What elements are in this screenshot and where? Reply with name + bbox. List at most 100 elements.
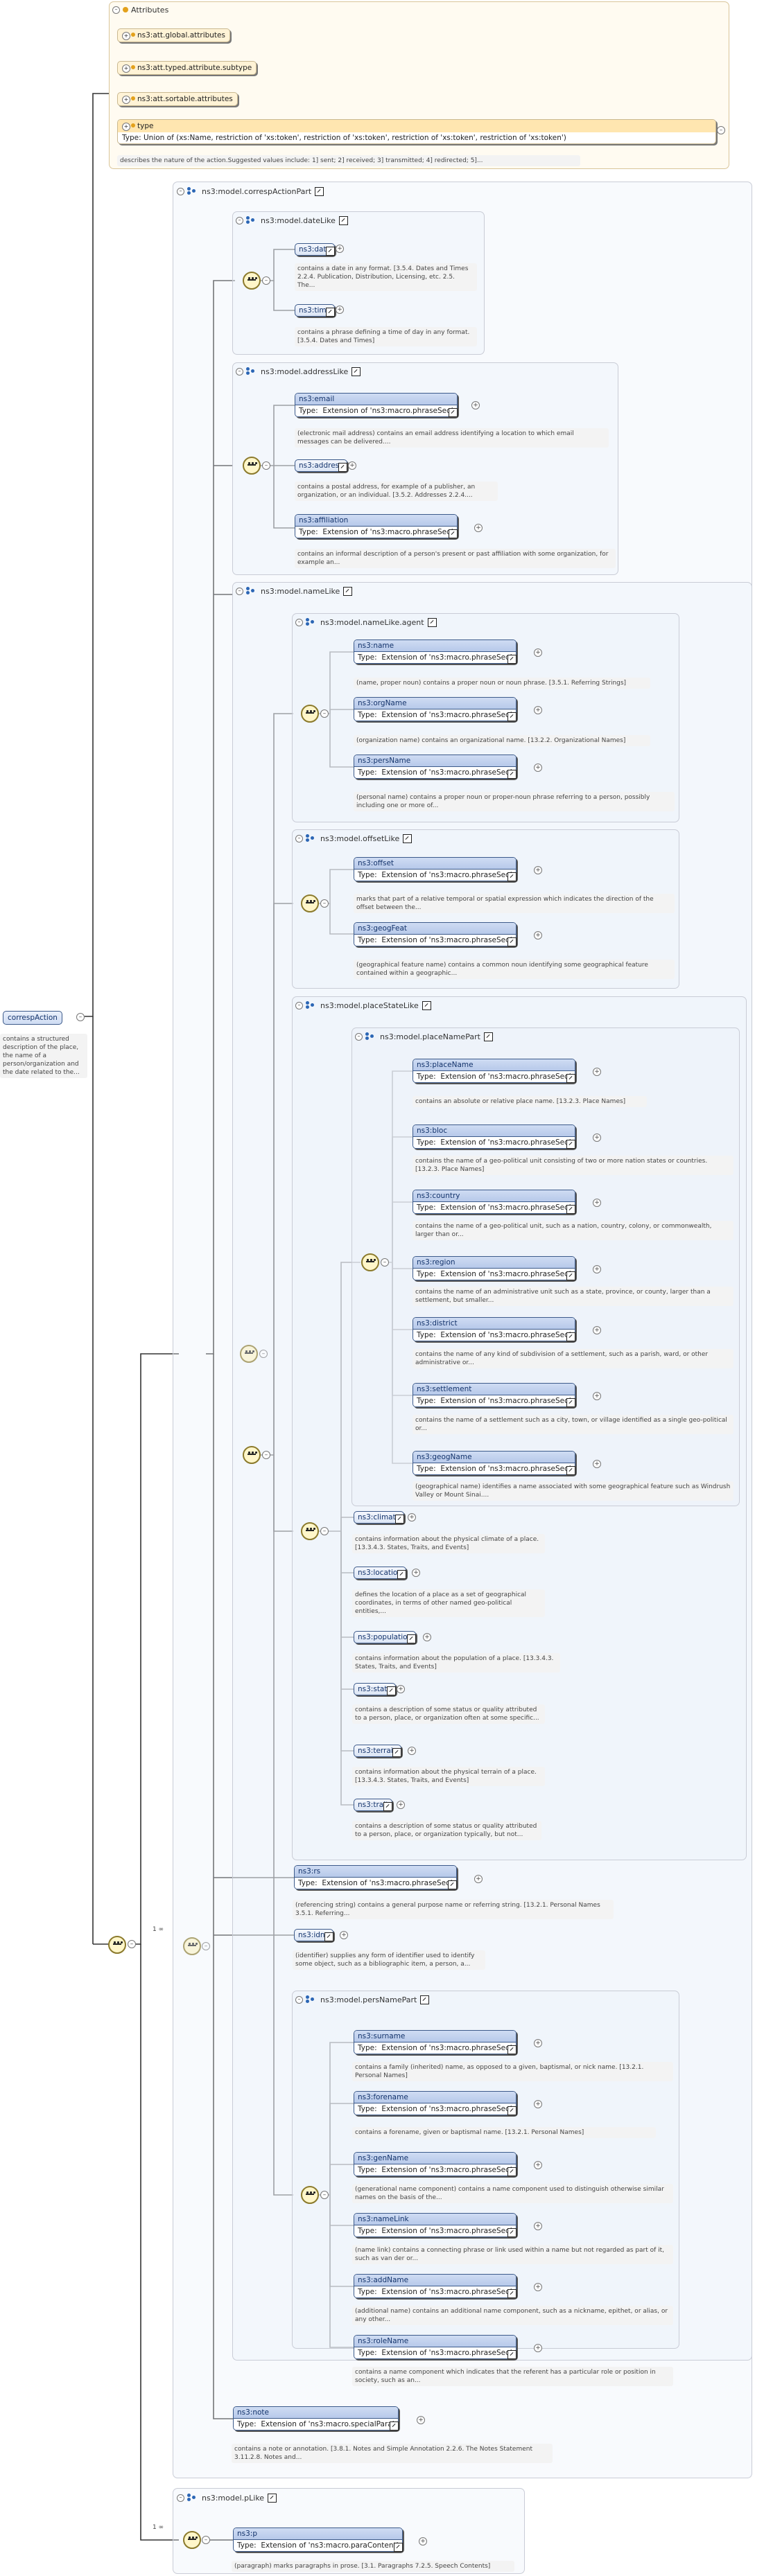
element-note-expand[interactable]: + (417, 2416, 425, 2424)
link-icon[interactable] (448, 529, 458, 538)
link-icon[interactable] (420, 1995, 430, 2004)
group-namelike-header[interactable]: –ns3:model.nameLike (236, 585, 353, 597)
collapse-icon[interactable]: – (112, 6, 120, 14)
link-icon[interactable] (447, 1880, 457, 1889)
element-climate-expand[interactable]: + (408, 1513, 416, 1521)
link-icon[interactable] (507, 2289, 516, 2298)
element-address-expand[interactable]: + (348, 461, 356, 470)
link-icon[interactable] (566, 1074, 575, 1083)
attribute-group-global[interactable]: +ns3:att.global.attributes (117, 28, 230, 42)
group-namelike-agent-header[interactable]: –ns3:model.nameLike.agent (295, 617, 437, 628)
element-terrain[interactable]: ns3:terrain (354, 1745, 402, 1757)
element-address[interactable]: ns3:address (295, 459, 347, 472)
choice-compositor-persnamepart[interactable] (301, 2186, 319, 2204)
link-icon[interactable] (448, 408, 458, 417)
link-icon[interactable] (403, 833, 413, 843)
collapse-icon[interactable]: – (295, 834, 303, 843)
element-persname-expand[interactable]: + (534, 764, 542, 772)
expand-icon[interactable]: + (122, 32, 130, 40)
link-icon[interactable] (507, 2350, 516, 2359)
choice-toggle[interactable]: – (320, 899, 329, 908)
element-genname-expand[interactable]: + (534, 2161, 542, 2169)
choice-toggle[interactable]: – (320, 1527, 329, 1535)
choice-compositor-namelike[interactable] (243, 1446, 261, 1464)
element-time-expand[interactable]: + (336, 306, 344, 314)
element-location-expand[interactable]: + (412, 1569, 420, 1577)
collapse-icon[interactable]: – (295, 1001, 303, 1009)
attributes-header[interactable]: –Attributes (112, 4, 168, 15)
element-country-expand[interactable]: + (593, 1199, 601, 1207)
choice-root-toggle[interactable]: – (128, 1940, 136, 1948)
choice-compositor-addresslike[interactable] (243, 457, 261, 475)
sequence-compositor-main[interactable] (183, 1937, 201, 1955)
choice-toggle[interactable]: – (320, 709, 329, 718)
link-icon[interactable] (507, 770, 516, 779)
element-state[interactable]: ns3:state (354, 1683, 396, 1695)
group-offsetlike-header[interactable]: –ns3:model.offsetLike (295, 833, 413, 844)
attribute-group-subtype[interactable]: +ns3:att.typed.attribute.subtype (117, 61, 257, 75)
element-rolename-expand[interactable]: + (534, 2344, 542, 2352)
group-datelike-header[interactable]: –ns3:model.dateLike (236, 215, 348, 226)
link-icon[interactable] (392, 1748, 402, 1757)
choice-compositor-placestatelike[interactable] (301, 1522, 319, 1540)
element-population[interactable]: ns3:population (354, 1631, 417, 1643)
element-offset-expand[interactable]: + (534, 866, 542, 874)
collapse-icon[interactable]: – (177, 187, 184, 195)
collapse-icon[interactable]: – (355, 1032, 363, 1041)
group-addresslike-header[interactable]: –ns3:model.addressLike (236, 366, 361, 377)
element-trait-expand[interactable]: + (397, 1801, 405, 1809)
link-icon[interactable] (507, 2045, 516, 2054)
expand-icon[interactable]: + (122, 123, 130, 131)
element-date-expand[interactable]: + (336, 245, 344, 253)
link-icon[interactable] (507, 2167, 516, 2176)
element-idno-expand[interactable]: + (340, 1931, 348, 1939)
attribute-group-sortable[interactable]: +ns3:att.sortable.attributes (117, 92, 238, 106)
collapse-icon[interactable]: – (295, 618, 303, 626)
link-icon[interactable] (389, 2421, 399, 2431)
element-climate[interactable]: ns3:climate (354, 1511, 405, 1524)
link-icon[interactable] (383, 1802, 393, 1811)
group-persnamepart-header[interactable]: –ns3:model.persNamePart (295, 1994, 430, 2005)
element-district-expand[interactable]: + (593, 1326, 601, 1334)
element-affiliation-expand[interactable]: + (474, 524, 483, 532)
element-population-expand[interactable]: + (423, 1633, 431, 1641)
link-icon[interactable] (507, 937, 516, 946)
link-icon[interactable] (343, 586, 353, 596)
element-email-expand[interactable]: + (471, 401, 480, 409)
link-icon[interactable] (351, 367, 361, 376)
element-state-expand[interactable]: + (397, 1685, 405, 1693)
link-icon[interactable] (507, 655, 516, 664)
link-icon[interactable] (566, 1140, 575, 1149)
link-icon[interactable] (397, 1570, 407, 1579)
expand-icon[interactable]: + (122, 64, 130, 73)
element-idno[interactable]: ns3:idno (294, 1929, 334, 1941)
collapse-icon[interactable]: – (295, 1995, 303, 2004)
choice-toggle[interactable]: – (262, 276, 270, 285)
element-forename-expand[interactable]: + (534, 2100, 542, 2108)
choice-toggle[interactable]: – (320, 2191, 329, 2199)
sequence-toggle[interactable]: – (202, 1942, 210, 1950)
element-terrain-expand[interactable]: + (408, 1747, 416, 1755)
element-geogname-expand[interactable]: + (593, 1460, 601, 1468)
element-placename-expand[interactable]: + (593, 1068, 601, 1076)
link-icon[interactable] (566, 1271, 575, 1280)
link-icon[interactable] (566, 1332, 575, 1341)
link-icon[interactable] (338, 463, 347, 472)
choice-toggle[interactable]: – (262, 1451, 270, 1459)
element-trait[interactable]: ns3:trait (354, 1799, 393, 1811)
link-icon[interactable] (507, 872, 516, 881)
element-rs-expand[interactable]: + (474, 1875, 483, 1883)
element-bloc-expand[interactable]: + (593, 1133, 601, 1142)
